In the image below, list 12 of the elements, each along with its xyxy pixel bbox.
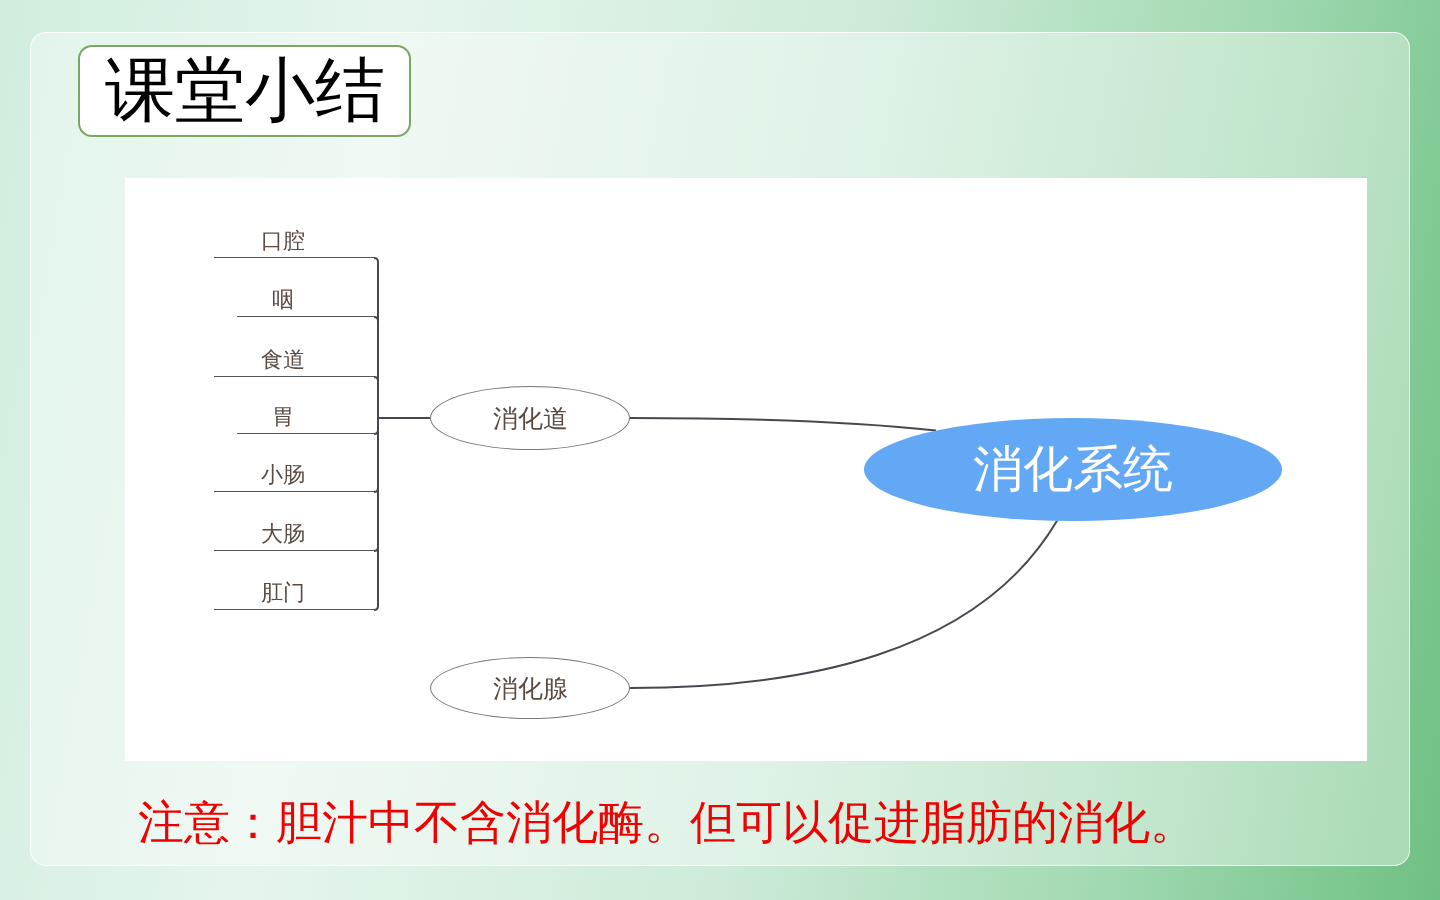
underlined-label: 肛门 [214,579,374,610]
connector-line [629,417,937,432]
underlined-label: 咽 [237,286,374,317]
underlined-label: 大肠 [214,520,374,551]
connector-line [373,417,431,611]
note-text: 注意：胆汁中不含消化酶。但可以促进脂肪的消化。 [138,794,1196,851]
title-box: 课堂小结 [78,45,411,137]
underlined-label: 口腔 [214,227,374,258]
underlined-label: 胃 [237,403,374,434]
underlined-label: 小肠 [214,461,374,492]
connector-line [629,519,1058,689]
underlined-label: 食道 [214,346,374,377]
